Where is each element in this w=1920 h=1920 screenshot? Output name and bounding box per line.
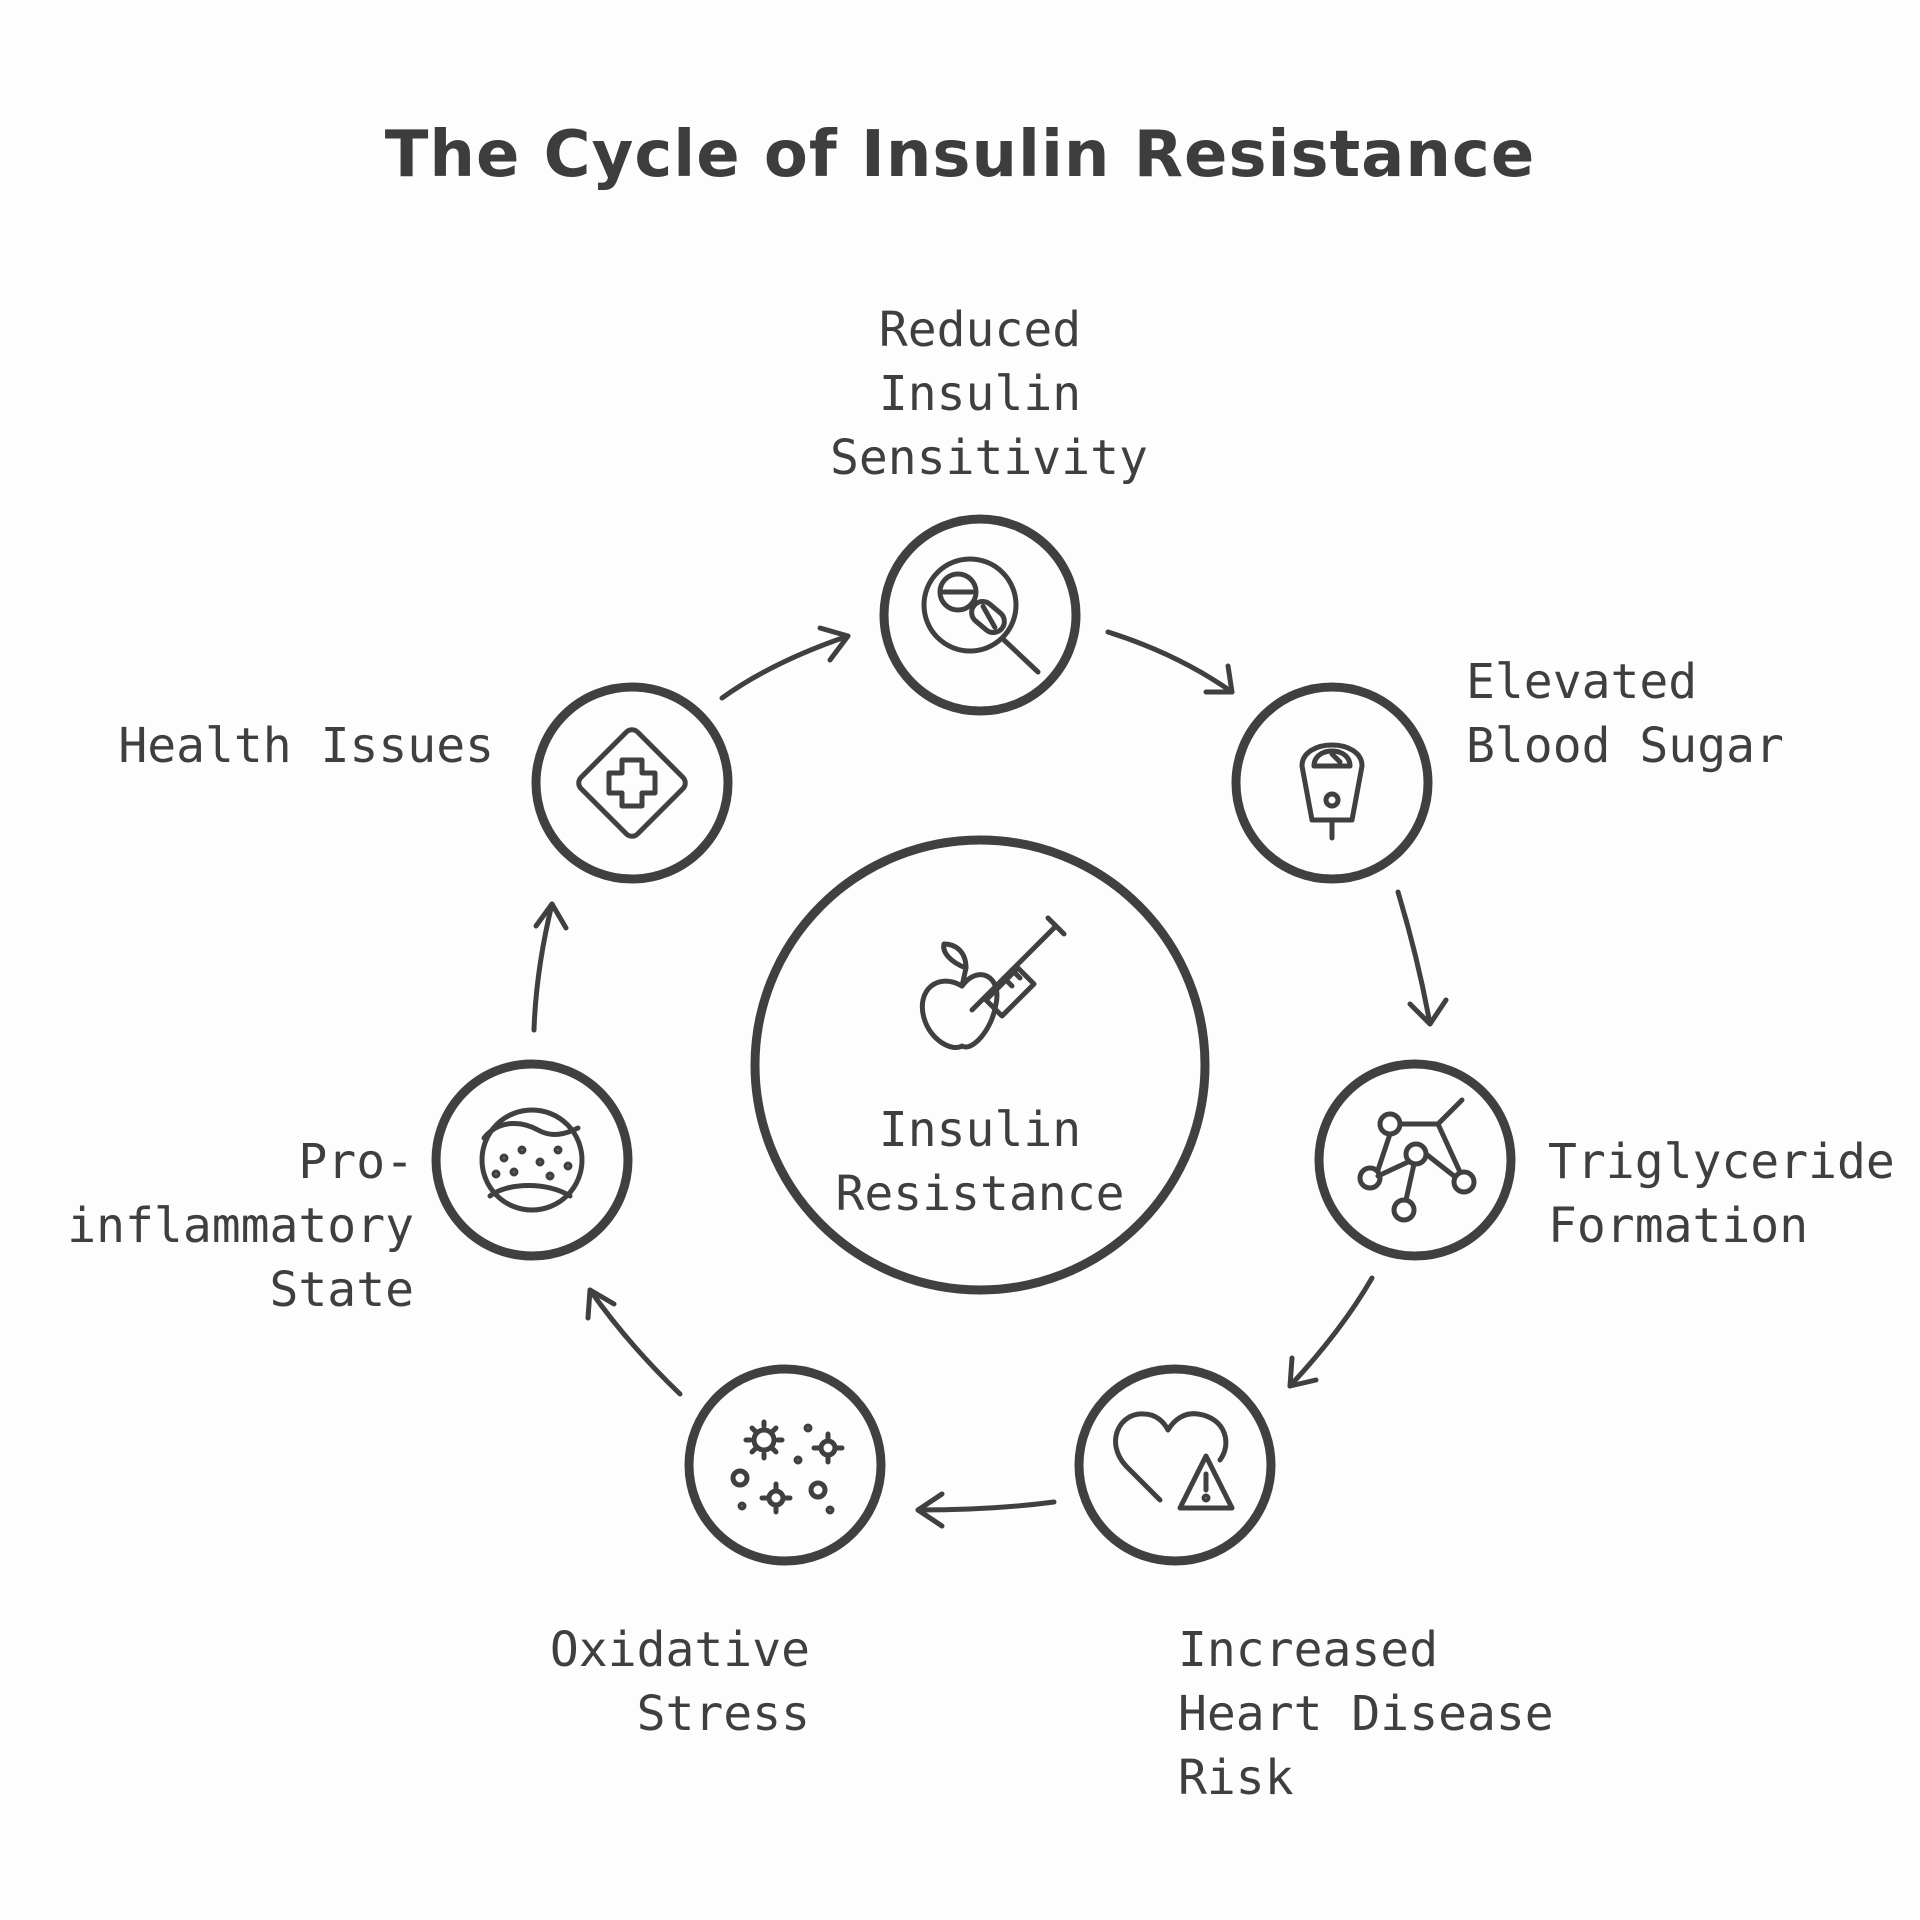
medical-cross-icon — [576, 727, 688, 839]
arrow-head — [817, 625, 851, 663]
label-line: Reduced — [878, 302, 1082, 358]
label-line: Blood Sugar — [1466, 718, 1784, 774]
arrow-proinflammatory-to-health — [531, 901, 555, 1033]
diagram-title: The Cycle of Insulin Resistance — [384, 118, 1536, 192]
node-oxidative-stress — [684, 1364, 886, 1566]
node-elevated-blood-sugar — [1231, 682, 1433, 884]
arrow-head — [915, 1491, 945, 1529]
inflamed-tissue-icon — [479, 1107, 585, 1213]
node-reduced-insulin-sensitivity — [879, 514, 1081, 716]
center-label-line: Insulin — [878, 1102, 1082, 1158]
molecule-icon — [1357, 1097, 1477, 1223]
label-pro-inflammatory-state: Pro- inflammatory State — [40, 1130, 414, 1322]
arrow-health-to-reduced — [719, 633, 851, 701]
label-increased-heart-disease-risk: Increased Heart Disease Risk — [1178, 1618, 1554, 1810]
label-line: Oxidative — [549, 1622, 810, 1678]
node-ring — [431, 1059, 633, 1261]
label-line: Elevated — [1466, 654, 1698, 710]
apple-syringe-icon — [919, 915, 1067, 1050]
arrow-head — [1407, 997, 1449, 1027]
label-triglyceride-formation: Triglyceride Formation — [1548, 1130, 1895, 1258]
label-line: Stress — [636, 1686, 810, 1742]
label-line: Sensitivity — [830, 430, 1148, 486]
arrow-head — [1203, 663, 1235, 695]
arrow-oxidative-to-proinflammatory — [587, 1287, 683, 1397]
label-line: State — [269, 1262, 415, 1318]
arrow-head — [585, 1287, 617, 1321]
heart-warning-icon — [1113, 1411, 1235, 1511]
label-line: Insulin — [878, 366, 1082, 422]
node-pro-inflammatory-state — [431, 1059, 633, 1261]
label-line: Triglyceride — [1548, 1134, 1895, 1190]
label-line: Increased — [1178, 1622, 1439, 1678]
particles-icon — [730, 1419, 845, 1515]
label-line: Pro- — [298, 1134, 414, 1190]
arrow-reduced-to-elevated — [1105, 629, 1235, 695]
node-triglyceride-formation — [1314, 1059, 1516, 1261]
label-oxidative-stress: Oxidative Stress — [540, 1618, 810, 1746]
node-ring — [879, 514, 1081, 716]
center-label: Insulin Resistance — [760, 1098, 1200, 1226]
label-line: Heart Disease — [1178, 1686, 1554, 1742]
arrow-triglyceride-to-heart — [1287, 1275, 1375, 1389]
node-increased-heart-disease-risk — [1074, 1364, 1276, 1566]
label-elevated-blood-sugar: Elevated Blood Sugar — [1466, 650, 1784, 778]
label-line: Formation — [1548, 1198, 1809, 1254]
node-health-issues — [531, 682, 733, 884]
magnified-pills-icon — [921, 556, 1041, 675]
node-ring — [1231, 682, 1433, 884]
label-reduced-insulin-sensitivity: Reduced Insulin Sensitivity — [830, 298, 1148, 490]
label-line: Risk — [1178, 1750, 1294, 1806]
node-ring — [531, 682, 733, 884]
label-line: inflammatory — [67, 1198, 414, 1254]
label-line: Health Issues — [118, 718, 494, 774]
arrow-heart-to-oxidative — [915, 1499, 1057, 1513]
arrow-head — [1287, 1355, 1319, 1389]
glucose-meter-icon — [1299, 742, 1365, 841]
arrow-head — [533, 901, 569, 931]
center-ring — [750, 835, 1210, 1295]
center-label-line: Resistance — [835, 1166, 1125, 1222]
node-ring — [1314, 1059, 1516, 1261]
label-health-issues: Health Issues — [90, 714, 494, 778]
node-ring — [684, 1364, 886, 1566]
center-node — [750, 835, 1210, 1295]
node-ring — [1074, 1364, 1276, 1566]
arrow-elevated-to-triglyceride — [1395, 889, 1433, 1027]
